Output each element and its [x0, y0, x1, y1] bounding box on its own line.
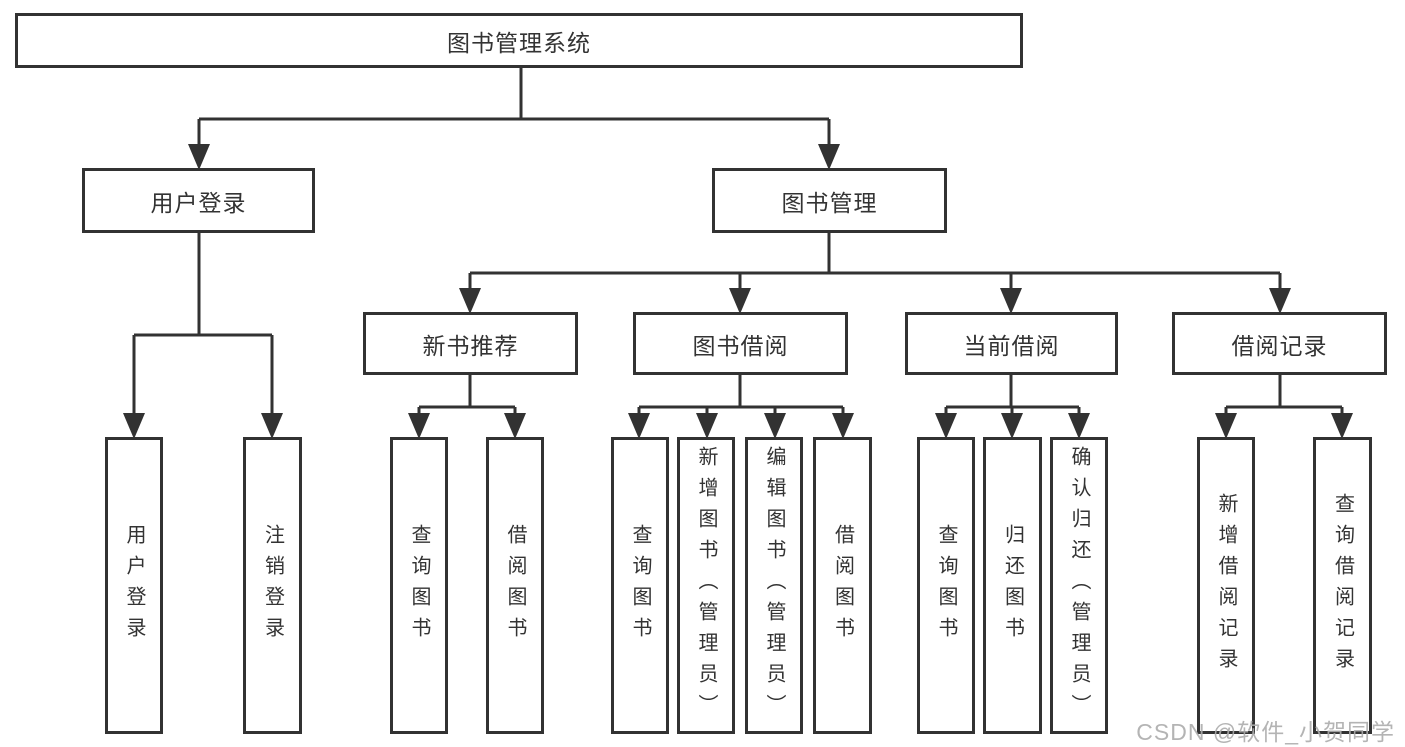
leaf-user-login: 用户登录: [105, 437, 163, 734]
leaf-borrow-book: 借阅图书: [813, 437, 872, 734]
leaf-return-book: 归还图书: [983, 437, 1042, 734]
leaf-add-book-admin: 新增图书（管理员）: [677, 437, 735, 734]
leaf-confirm-return-admin: 确认归还（管理员）: [1050, 437, 1108, 734]
node-new-book-recommend: 新书推荐: [363, 312, 578, 375]
leaf-borrow-book-recommend: 借阅图书: [486, 437, 544, 734]
leaf-query-book-current: 查询图书: [917, 437, 975, 734]
node-book-management: 图书管理: [712, 168, 947, 233]
leaf-query-book-recommend: 查询图书: [390, 437, 448, 734]
node-book-borrow: 图书借阅: [633, 312, 848, 375]
leaf-query-borrow-record: 查询借阅记录: [1313, 437, 1372, 734]
node-borrow-records: 借阅记录: [1172, 312, 1387, 375]
branch-lines: [132, 68, 1344, 415]
node-user-login: 用户登录: [82, 168, 315, 233]
node-library-management-system: 图书管理系统: [15, 13, 1023, 68]
arrowheads: [123, 144, 1353, 439]
node-current-borrow: 当前借阅: [905, 312, 1118, 375]
leaf-edit-book-admin: 编辑图书（管理员）: [745, 437, 803, 734]
leaf-add-borrow-record: 新增借阅记录: [1197, 437, 1255, 734]
leaf-query-book-borrow: 查询图书: [611, 437, 669, 734]
leaf-logout: 注销登录: [243, 437, 302, 734]
csdn-watermark: CSDN @软件_小贺同学: [1136, 719, 1395, 745]
